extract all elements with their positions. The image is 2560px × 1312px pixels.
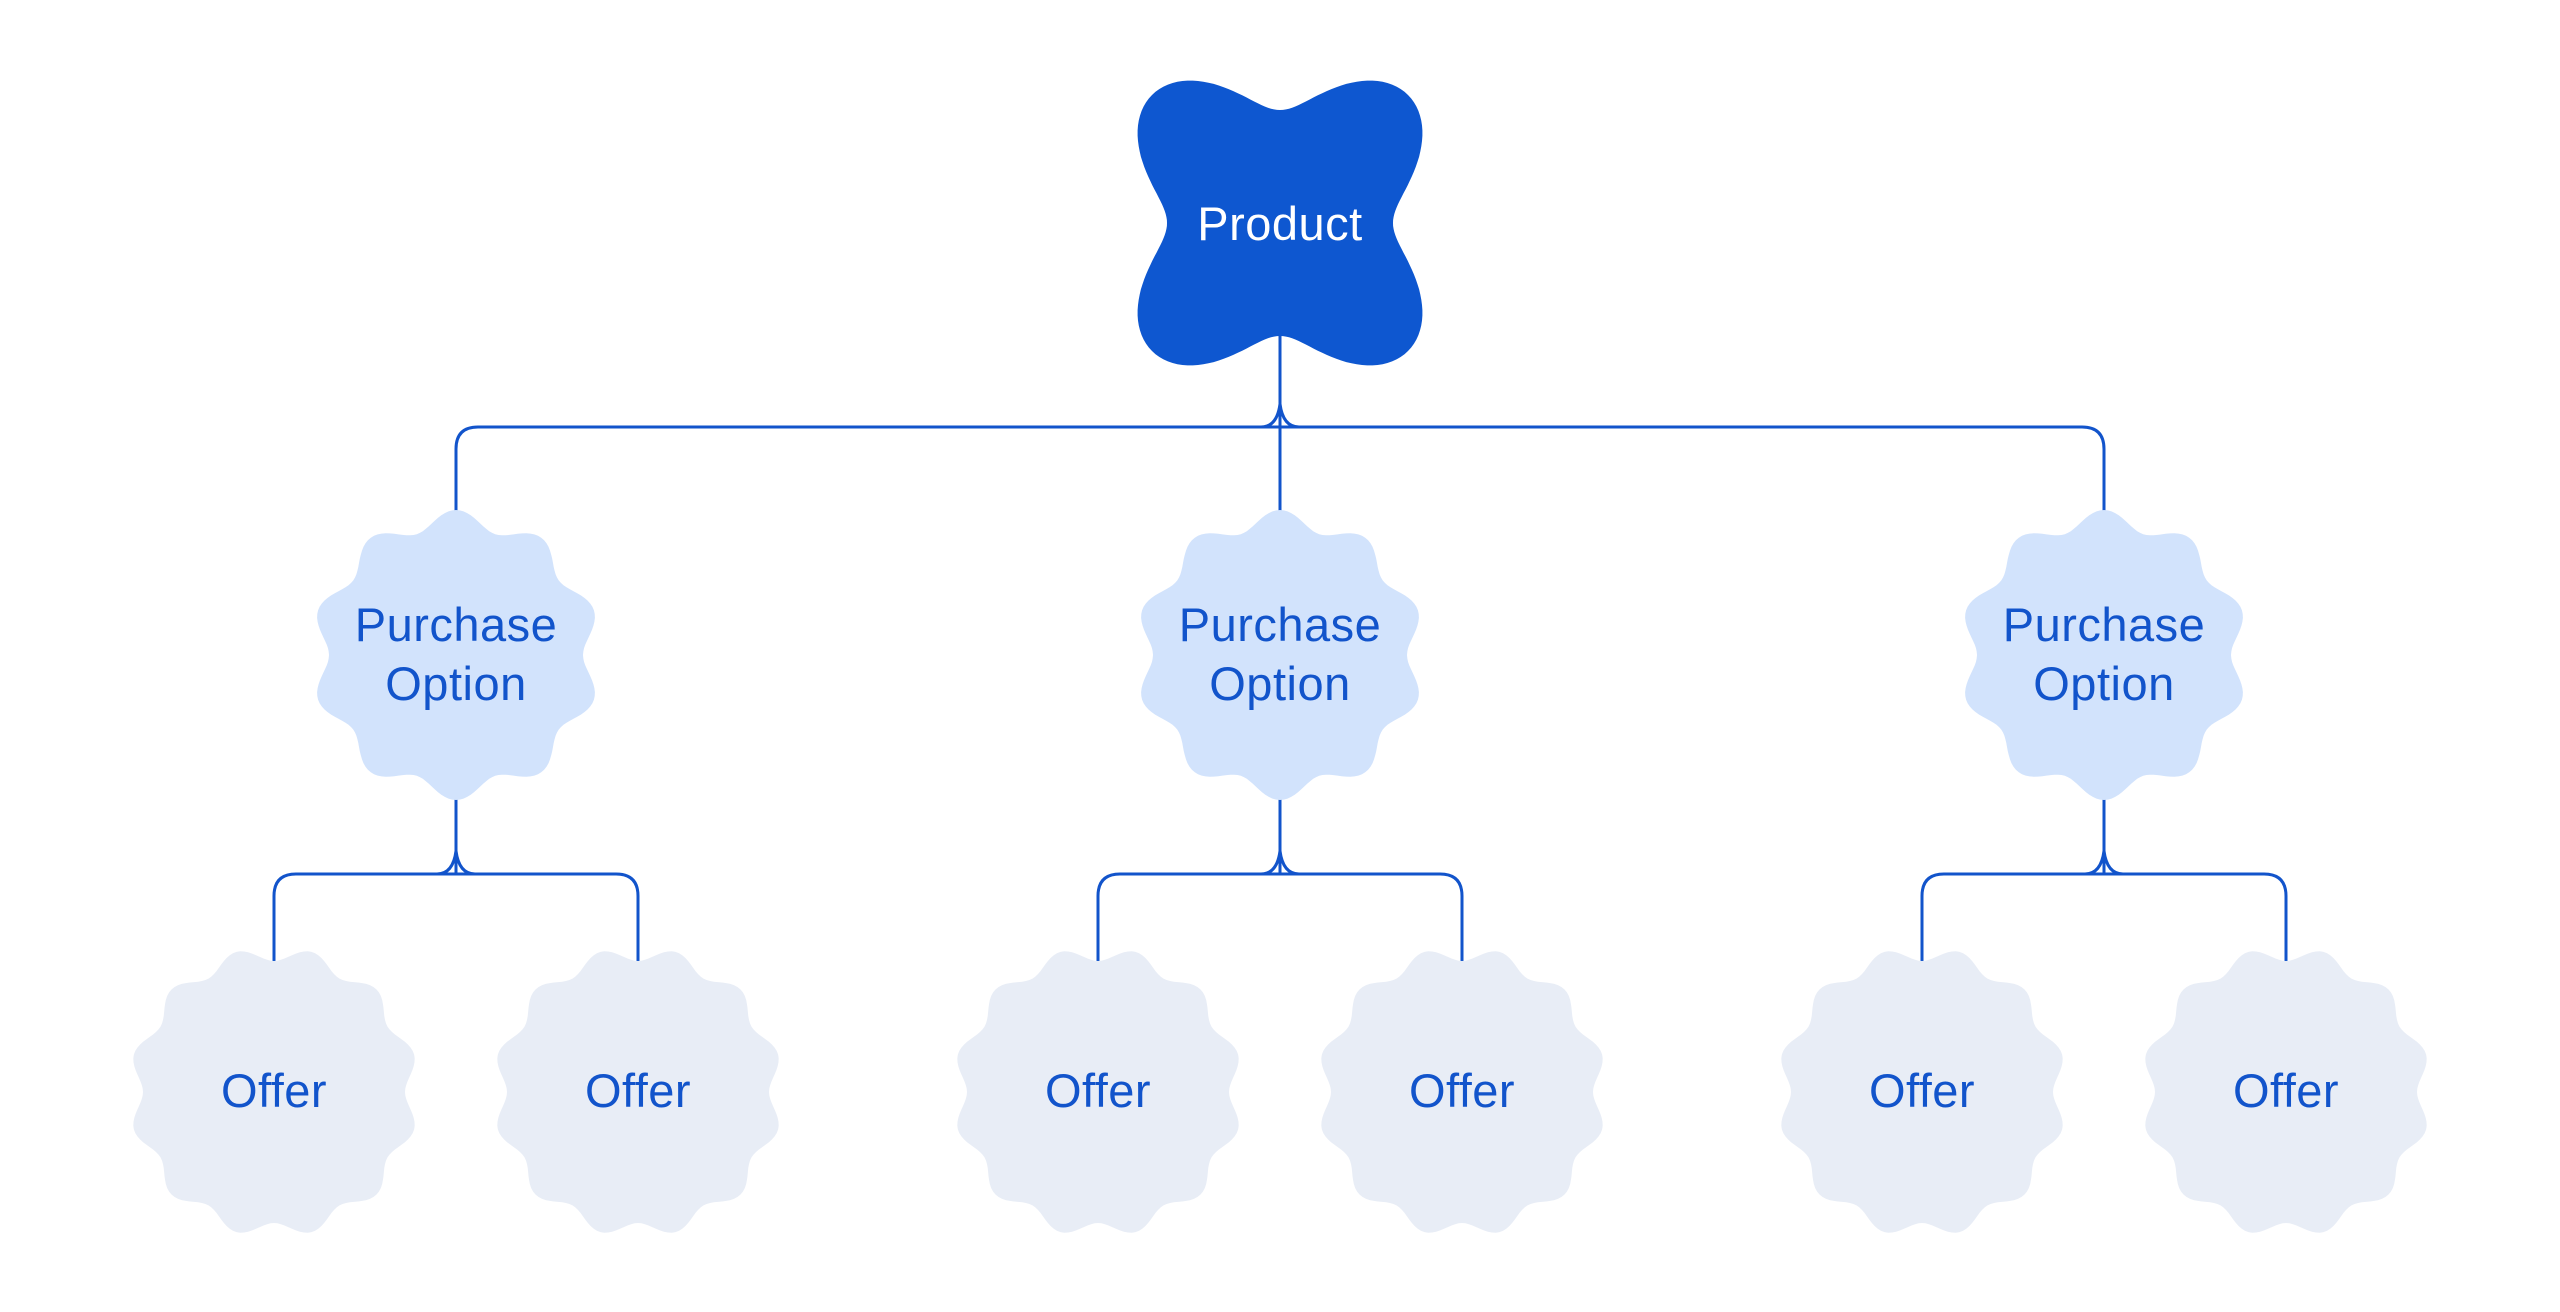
node-label: Offer: [2233, 1064, 2339, 1117]
connector-fillet: [2083, 849, 2106, 876]
node-product: Product: [1137, 80, 1423, 366]
connector-fillet: [1259, 402, 1282, 429]
node-label: Product: [1197, 197, 1362, 250]
product-blob-shape: [1137, 80, 1423, 366]
node-offer-2: Offer: [497, 951, 779, 1233]
purchase-option-blob-shape: [317, 510, 595, 800]
node-label: Offer: [1869, 1064, 1975, 1117]
node-label: Offer: [221, 1064, 327, 1117]
connector-fillet: [1278, 402, 1301, 429]
offer-blob-shape: [1781, 951, 2063, 1233]
node-offer-5: Offer: [1781, 951, 2063, 1233]
purchase-option-blob-shape: [1141, 510, 1419, 800]
offer-blob-shape: [1321, 951, 1603, 1233]
connector-level2-bar: [272, 872, 640, 1012]
node-offer-3: Offer: [957, 951, 1239, 1233]
connector-fillet: [435, 849, 458, 876]
connector-level2-bar: [1096, 872, 1464, 1012]
node-label: Offer: [1409, 1064, 1515, 1117]
connector-fillet: [2102, 849, 2125, 876]
offer-blob-shape: [133, 951, 415, 1233]
offer-blob-shape: [497, 951, 779, 1233]
node-offer-6: Offer: [2145, 951, 2427, 1233]
connector-fillet: [1278, 849, 1301, 876]
connector-level2-bar: [1920, 872, 2288, 1012]
connector-fillet: [454, 849, 477, 876]
connector-level1-bar: [454, 425, 2106, 547]
node-offer-1: Offer: [133, 951, 415, 1233]
offer-blob-shape: [957, 951, 1239, 1233]
purchase-option-blob-shape: [1965, 510, 2243, 800]
connector-fillet: [1259, 849, 1282, 876]
offer-blob-shape: [2145, 951, 2427, 1233]
node-label: Offer: [585, 1064, 691, 1117]
node-label: Offer: [1045, 1064, 1151, 1117]
node-offer-4: Offer: [1321, 951, 1603, 1233]
